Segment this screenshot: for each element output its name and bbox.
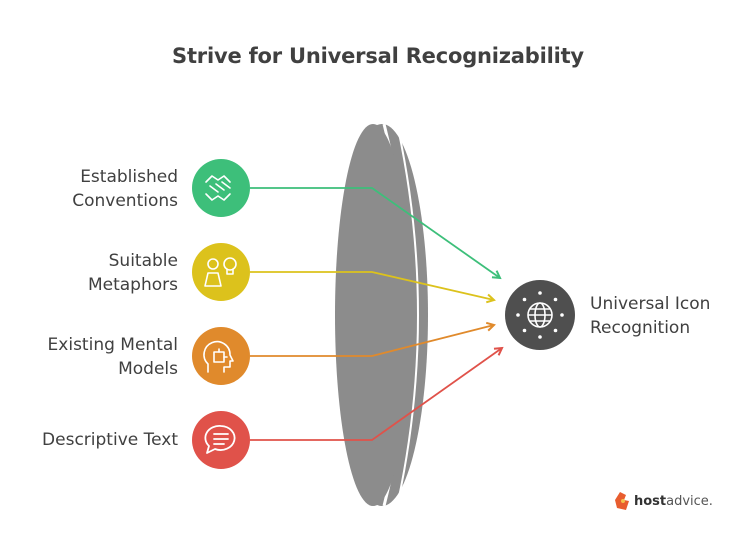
head-puzzle-icon bbox=[192, 327, 250, 385]
connector-metaphors bbox=[250, 271, 494, 300]
lens bbox=[335, 123, 428, 507]
label-established-conventions: Established Conventions bbox=[8, 165, 178, 213]
connector-mental-models bbox=[250, 325, 494, 357]
label-line: Existing Mental bbox=[47, 335, 178, 355]
label-line: Metaphors bbox=[87, 275, 178, 295]
person-lightbulb-icon bbox=[192, 243, 250, 301]
logo-text-light: advice. bbox=[666, 493, 713, 509]
label-suitable-metaphors: Suitable Metaphors bbox=[8, 249, 178, 297]
label-line: Suitable bbox=[108, 251, 178, 271]
label-line: Models bbox=[118, 359, 178, 379]
globe-icon bbox=[505, 280, 575, 350]
speech-bubble-icon bbox=[192, 411, 250, 469]
handshake-icon bbox=[192, 159, 250, 217]
hostadvice-logo-icon bbox=[615, 492, 629, 510]
label-descriptive-text: Descriptive Text bbox=[8, 428, 178, 452]
label-line: Recognition bbox=[590, 318, 691, 338]
connector-established bbox=[250, 187, 500, 278]
logo-text-bold: host bbox=[634, 493, 667, 509]
diagram-title: Strive for Universal Recognizability bbox=[172, 44, 584, 68]
label-universal-icon-recognition: Universal Icon Recognition bbox=[590, 292, 750, 340]
label-line: Conventions bbox=[72, 191, 178, 211]
label-existing-mental-models: Existing Mental Models bbox=[8, 333, 178, 381]
label-line: Universal Icon bbox=[590, 294, 711, 314]
label-line: Established bbox=[80, 167, 178, 187]
label-line: Descriptive Text bbox=[42, 430, 178, 450]
connector-descriptive-text bbox=[250, 348, 502, 441]
